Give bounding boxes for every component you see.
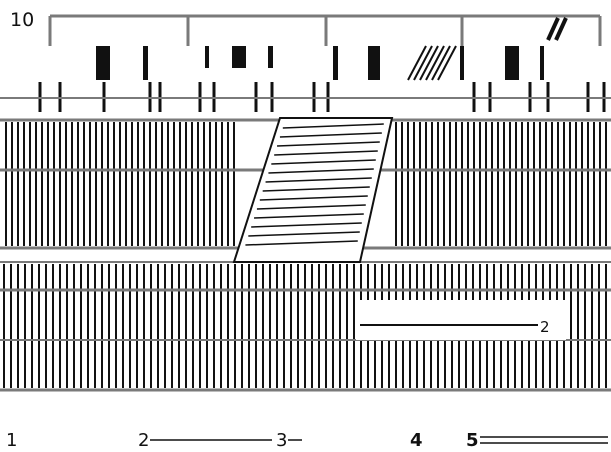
upper-posts: [96, 46, 544, 80]
bottom-label-1: 1: [6, 430, 17, 451]
bottom-label-2: 2: [138, 430, 149, 451]
bottom-label-5: 5: [466, 430, 479, 451]
upper-slanted-hatch: [407, 45, 457, 81]
bottom-labels: 1 2 3 4 5: [6, 430, 608, 451]
label-10: 10: [10, 9, 34, 31]
top-bracket: [48, 14, 602, 46]
bottom-label-4: 4: [410, 430, 423, 451]
double-slash-mark: [546, 17, 568, 41]
callout-2: 2: [356, 300, 566, 340]
bottom-label-3: 3: [276, 430, 287, 451]
callout-label-2: 2: [540, 318, 550, 336]
slanted-plate: [232, 117, 394, 263]
